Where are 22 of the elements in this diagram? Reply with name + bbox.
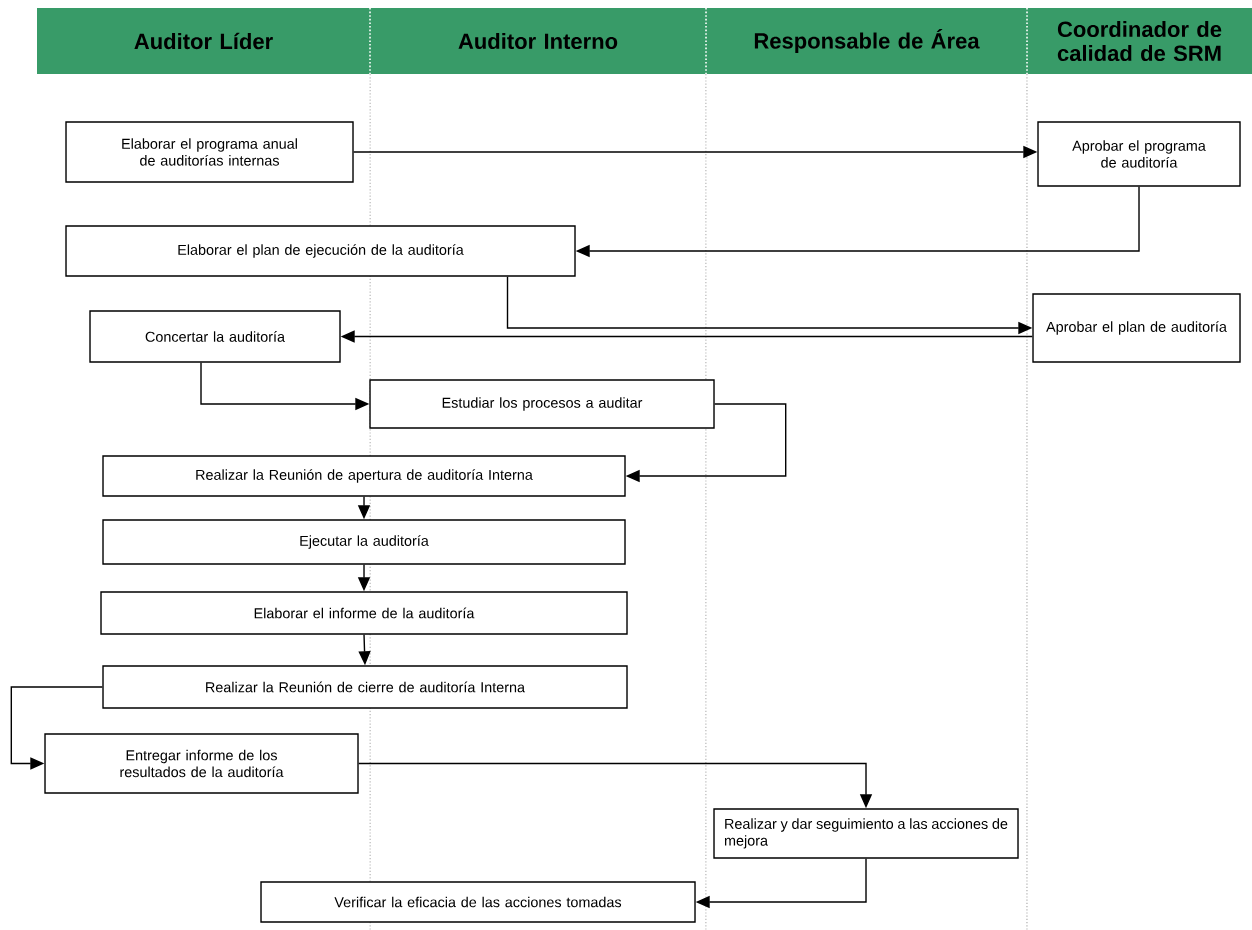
process-box: Elaborar el programa anual de auditorías internas [65, 121, 354, 183]
process-box: Ejecutar la auditoría [102, 519, 626, 565]
node-label: Coordinador de calidad de SRM [1057, 20, 1222, 62]
process-box: Aprobar el plan de auditoría [1032, 293, 1241, 363]
process-box: Aprobar el programa de auditoría [1037, 121, 1241, 187]
process-box: Realizar la Reunión de cierre de auditoría Interna [102, 665, 628, 709]
node-label: Responsable de Área [754, 28, 980, 54]
lane-header: Auditor Líder [37, 8, 370, 74]
lane-header: Responsable de Área [706, 8, 1027, 74]
process-box: Elaborar el plan de ejecución de la auditoría [65, 225, 576, 277]
process-box: Entregar informe de los resultados de la auditoría [44, 733, 359, 794]
arrow [10, 686, 103, 770]
process-box: Verificar la eficacia de las acciones tomadas [260, 881, 696, 923]
lane-header: Coordinador de calidad de SRM [1027, 8, 1252, 74]
node-label: Auditor Líder [134, 32, 273, 50]
process-box: Elaborar el informe de la auditoría [100, 591, 628, 635]
process-box: Estudiar los procesos a auditar [369, 379, 715, 429]
process-box: Realizar la Reunión de apertura de auditoría Interna [102, 455, 626, 497]
lane-header: Auditor Interno [370, 8, 706, 74]
process-box: Concertar la auditoría [89, 310, 341, 363]
node-label: Auditor Interno [458, 32, 618, 50]
process-box: Realizar y dar seguimiento a las acciones de mejora [713, 808, 1019, 859]
